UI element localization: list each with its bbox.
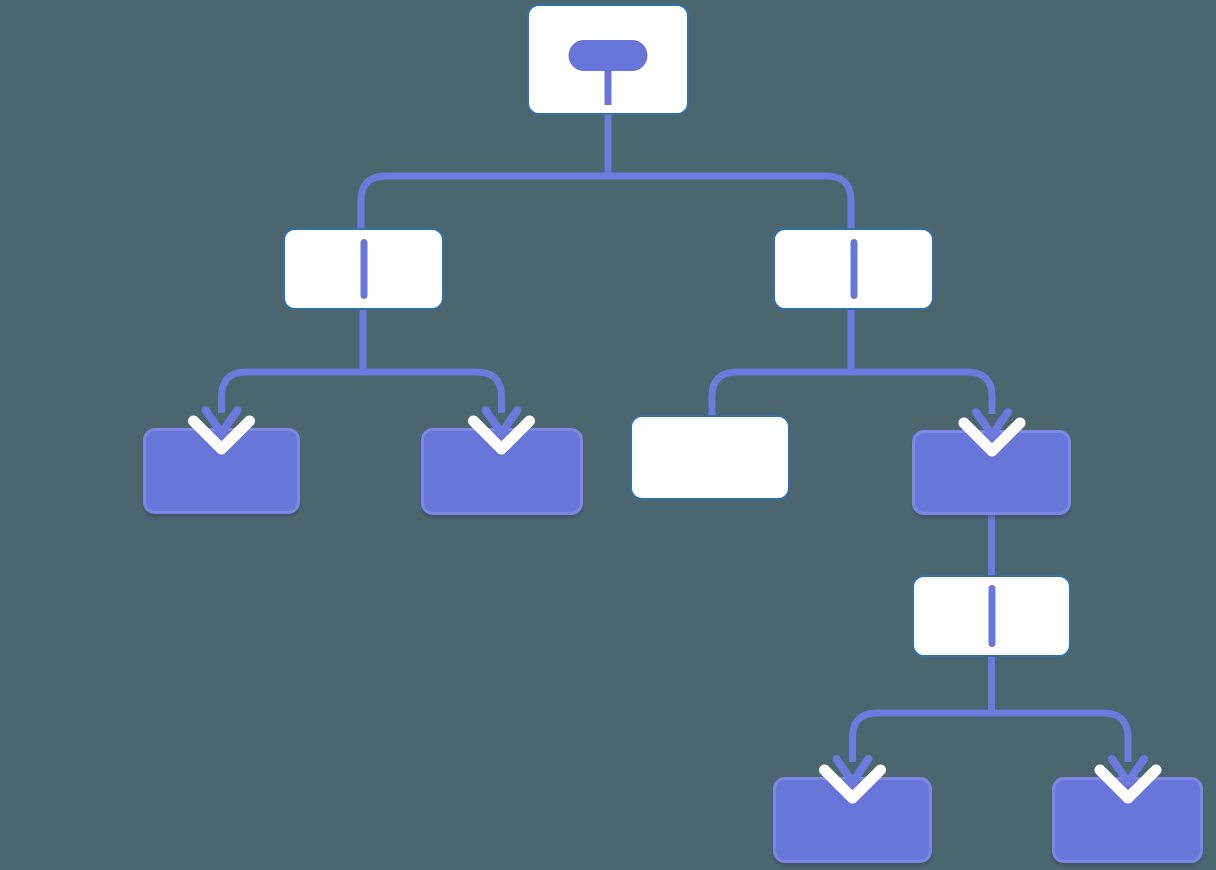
connector-split-bottom	[849, 709, 1132, 762]
leaf-node-5[interactable]	[1052, 777, 1203, 863]
root-node[interactable]	[527, 4, 689, 115]
root-topic-stem-icon	[604, 70, 612, 105]
branch-node-left[interactable]	[283, 228, 444, 310]
connector-split-left	[218, 368, 505, 413]
leaf-node-2[interactable]	[421, 428, 583, 515]
branch-node-right[interactable]	[773, 228, 934, 310]
connector-split-right	[708, 368, 996, 415]
leaf-node-1[interactable]	[143, 428, 300, 514]
leaf-node-3[interactable]	[912, 430, 1071, 515]
vertical-bar-icon	[360, 239, 367, 299]
leaf-node-4[interactable]	[773, 777, 932, 863]
connector-split-top	[357, 172, 855, 228]
root-topic-icon	[568, 40, 648, 71]
vertical-bar-icon	[850, 239, 857, 299]
plain-node[interactable]	[630, 415, 790, 500]
junction-node-bottom[interactable]	[912, 575, 1071, 657]
vertical-bar-icon	[988, 585, 995, 647]
